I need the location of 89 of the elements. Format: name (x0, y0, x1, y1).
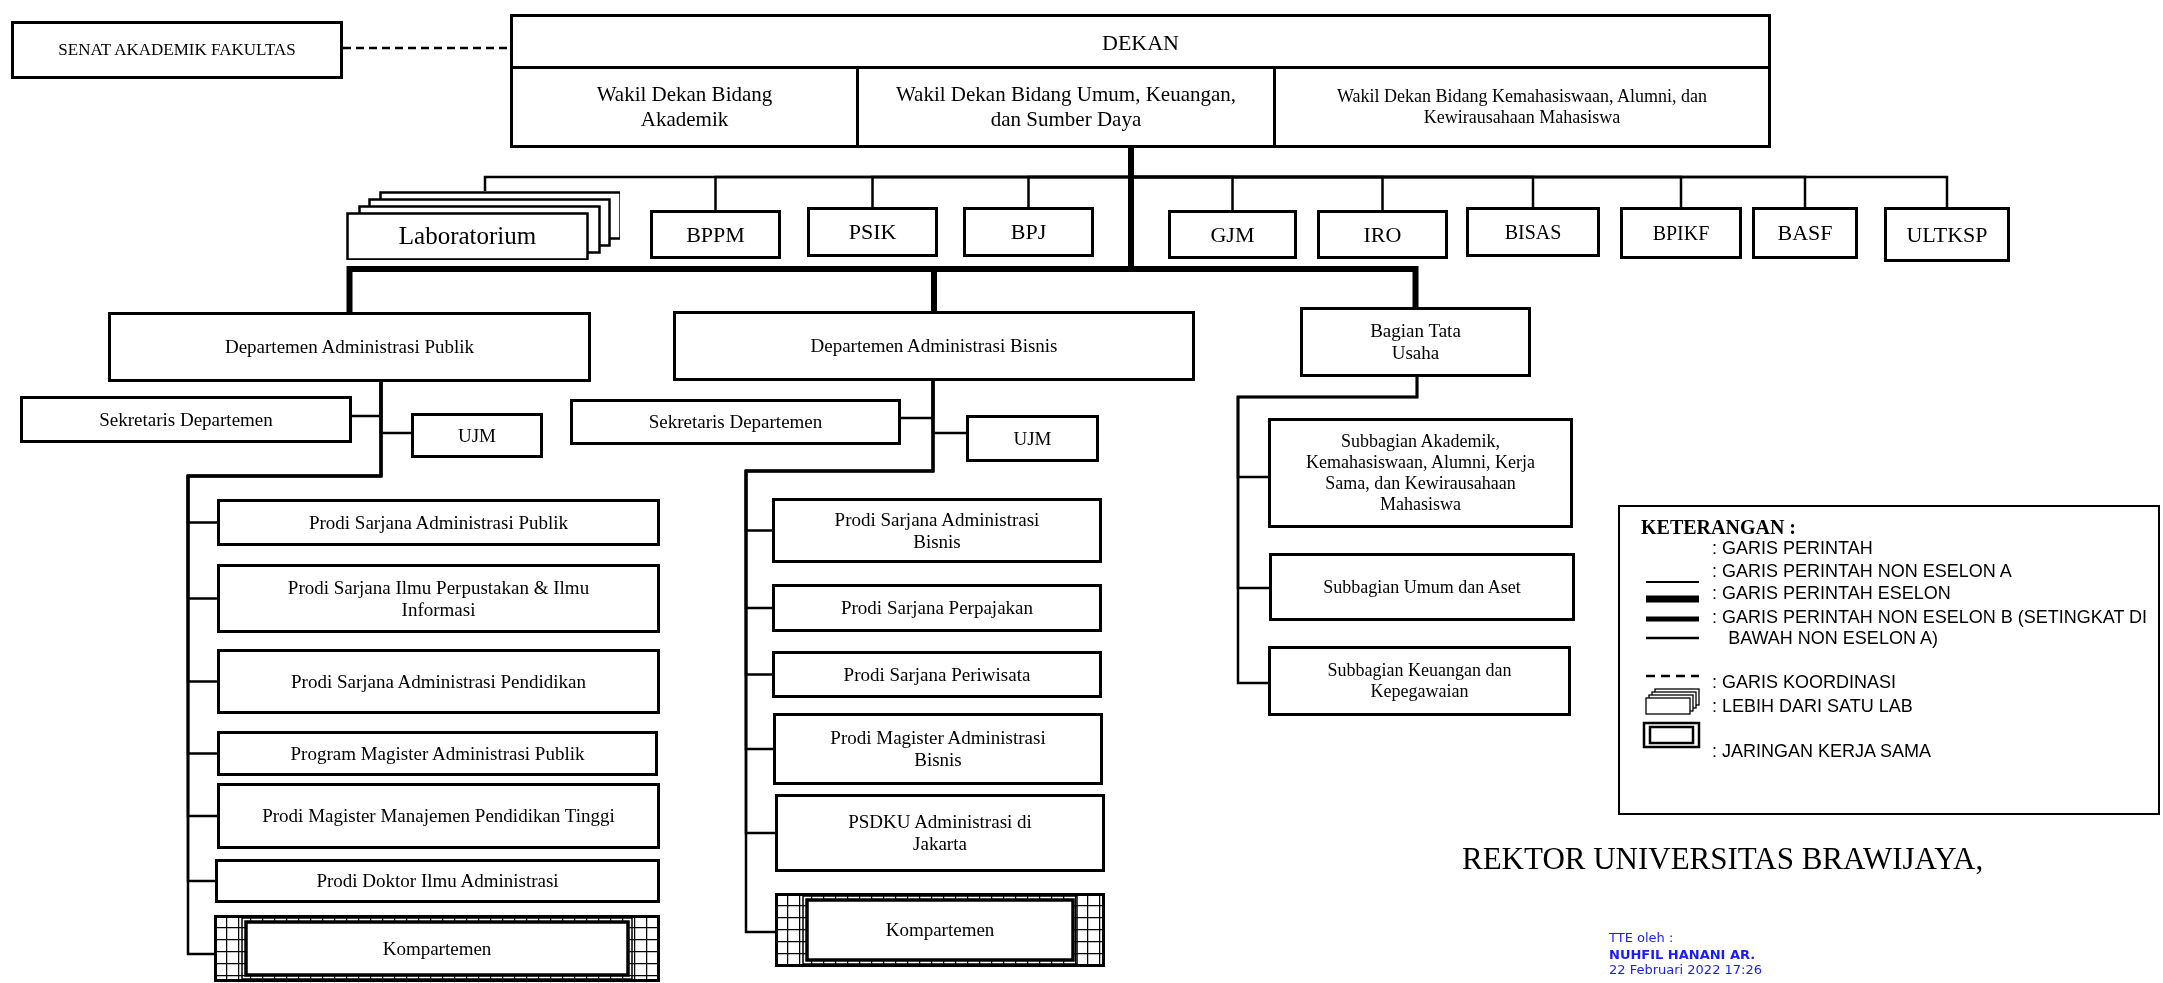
legend-text: : GARIS PERINTAH NON ESELON B (SETINGKAT DI BAWAH NON ESELON A) (1712, 607, 2149, 649)
legend-text: : JARINGAN KERJA SAMA (1712, 741, 1933, 762)
unit-name: ULTKSP (1906, 221, 1988, 248)
org-unit-box (1168, 210, 1297, 259)
org-unit-box (650, 210, 781, 259)
unit-name: Wakil Dekan Bidang Kemahasiswaan, Alumni, dan Kewirausahaan Mahasiswa (1336, 86, 1708, 128)
legend-title: KETERANGAN : (1641, 516, 1796, 539)
unit-name: Subbagian Umum dan Aset (1323, 576, 1521, 598)
org-unit-box (966, 415, 1099, 462)
unit-name: UJM (1013, 427, 1052, 450)
signatory-title: REKTOR UNIVERSITAS BRAWIJAYA, (1462, 842, 1984, 876)
hatched-frame-box (214, 915, 660, 982)
unit-name: SENAT AKADEMIK FAKULTAS (58, 40, 296, 60)
org-unit-box (673, 311, 1195, 381)
unit-name: Sekretaris Departemen (648, 411, 823, 433)
org-unit-box (217, 499, 660, 546)
legend-text: : GARIS PERINTAH NON ESELON A (1712, 561, 2013, 582)
org-unit-box (1884, 207, 2010, 262)
unit-name: Prodi Sarjana Administrasi Publik (308, 511, 569, 534)
unit-name: Wakil Dekan Bidang Umum, Keuangan, dan Sumber Daya (894, 82, 1238, 132)
unit-name: Prodi Sarjana Administrasi Bisnis (833, 508, 1041, 553)
unit-name: Departemen Administrasi Publik (224, 336, 475, 358)
org-unit-box (510, 14, 1771, 148)
unit-name: Subbagian Akademik, Kemahasiswaan, Alumni, Kerja Sama, dan Kewirausahaan Mahasiswa (1305, 431, 1536, 515)
unit-name: Sekretaris Departemen (99, 408, 273, 431)
org-unit-box (1620, 207, 1742, 259)
command-line (1236, 377, 1419, 685)
legend-text: : GARIS KOORDINASI (1712, 672, 1898, 693)
command-line (744, 381, 935, 934)
hatched-frame-box (775, 893, 1105, 967)
org-unit-box (963, 207, 1094, 257)
signer-name: NUHFIL HANANI AR. (1609, 947, 1756, 963)
unit-name: Wakil Dekan Bidang Akademik (595, 82, 774, 132)
unit-name: Prodi Sarjana Perpajakan (840, 597, 1034, 619)
unit-name: PSIK (848, 219, 897, 245)
unit-name: Kompartemen (885, 919, 995, 941)
unit-name: Prodi Magister Manajemen Pendidikan Tinggi (262, 805, 615, 827)
org-unit-box (775, 794, 1105, 872)
org-unit-box (1269, 553, 1575, 621)
org-unit-box (1317, 210, 1448, 259)
org-unit-box (217, 649, 660, 714)
unit-name: UJM (458, 424, 496, 447)
unit-name: BPPM (686, 221, 745, 248)
org-unit-box (772, 651, 1102, 698)
org-unit-box (772, 498, 1102, 563)
org-unit-box (1752, 207, 1858, 259)
legend-text: : GARIS PERINTAH (1712, 538, 1874, 559)
command-line (1128, 148, 1419, 307)
org-unit-box (215, 859, 660, 903)
unit-name: Bagian Tata Usaha (1369, 320, 1462, 364)
stacked-boxes (346, 191, 620, 260)
unit-name: Kompartemen (382, 937, 492, 960)
unit-name: PSDKU Administrasi di Jakarta (847, 811, 1033, 855)
unit-name: IRO (1363, 221, 1402, 248)
unit-name: Laboratorium (398, 222, 537, 250)
unit-name: DEKAN (1102, 30, 1179, 56)
unit-name: GJM (1210, 221, 1255, 248)
org-unit-box (807, 207, 938, 257)
unit-name: Prodi Doktor Ilmu Administrasi (316, 870, 559, 892)
org-unit-box (411, 413, 543, 458)
org-unit-box (1300, 307, 1531, 377)
org-unit-box (217, 564, 660, 633)
org-unit-box (773, 713, 1103, 785)
org-unit-box (217, 731, 658, 776)
signature-note: TTE oleh : (1609, 930, 1674, 946)
org-unit-box (20, 396, 352, 443)
org-unit-box (1268, 646, 1571, 716)
org-unit-box (570, 399, 901, 445)
unit-name: Departemen Administrasi Bisnis (810, 335, 1058, 357)
org-unit-box (1466, 207, 1600, 257)
org-unit-box (772, 584, 1102, 632)
org-unit-box (11, 21, 343, 79)
unit-name: Prodi Sarjana Ilmu Perpustakan & Ilmu Informasi (286, 576, 591, 621)
unit-name: Program Magister Administrasi Publik (290, 742, 585, 765)
legend-text: : LEBIH DARI SATU LAB (1712, 696, 1914, 717)
unit-name: Prodi Magister Administrasi Bisnis (829, 727, 1047, 771)
unit-name: BASF (1777, 220, 1833, 246)
unit-name: BPIKF (1652, 221, 1710, 245)
org-unit-box (1268, 418, 1573, 528)
signature-date: 22 Februari 2022 17:26 (1609, 962, 1762, 978)
unit-name: Subbagian Keuangan dan Kepegawaian (1326, 660, 1513, 702)
unit-name: Prodi Sarjana Periwisata (843, 663, 1031, 686)
unit-name: Prodi Sarjana Administrasi Pendidikan (291, 670, 586, 693)
unit-name: BPJ (1010, 219, 1047, 245)
unit-name: BISAS (1504, 220, 1562, 244)
legend-text: : GARIS PERINTAH ESELON (1712, 583, 1952, 604)
org-unit-box (217, 783, 660, 849)
org-unit-box (108, 312, 591, 382)
coordination-line (343, 46, 510, 50)
